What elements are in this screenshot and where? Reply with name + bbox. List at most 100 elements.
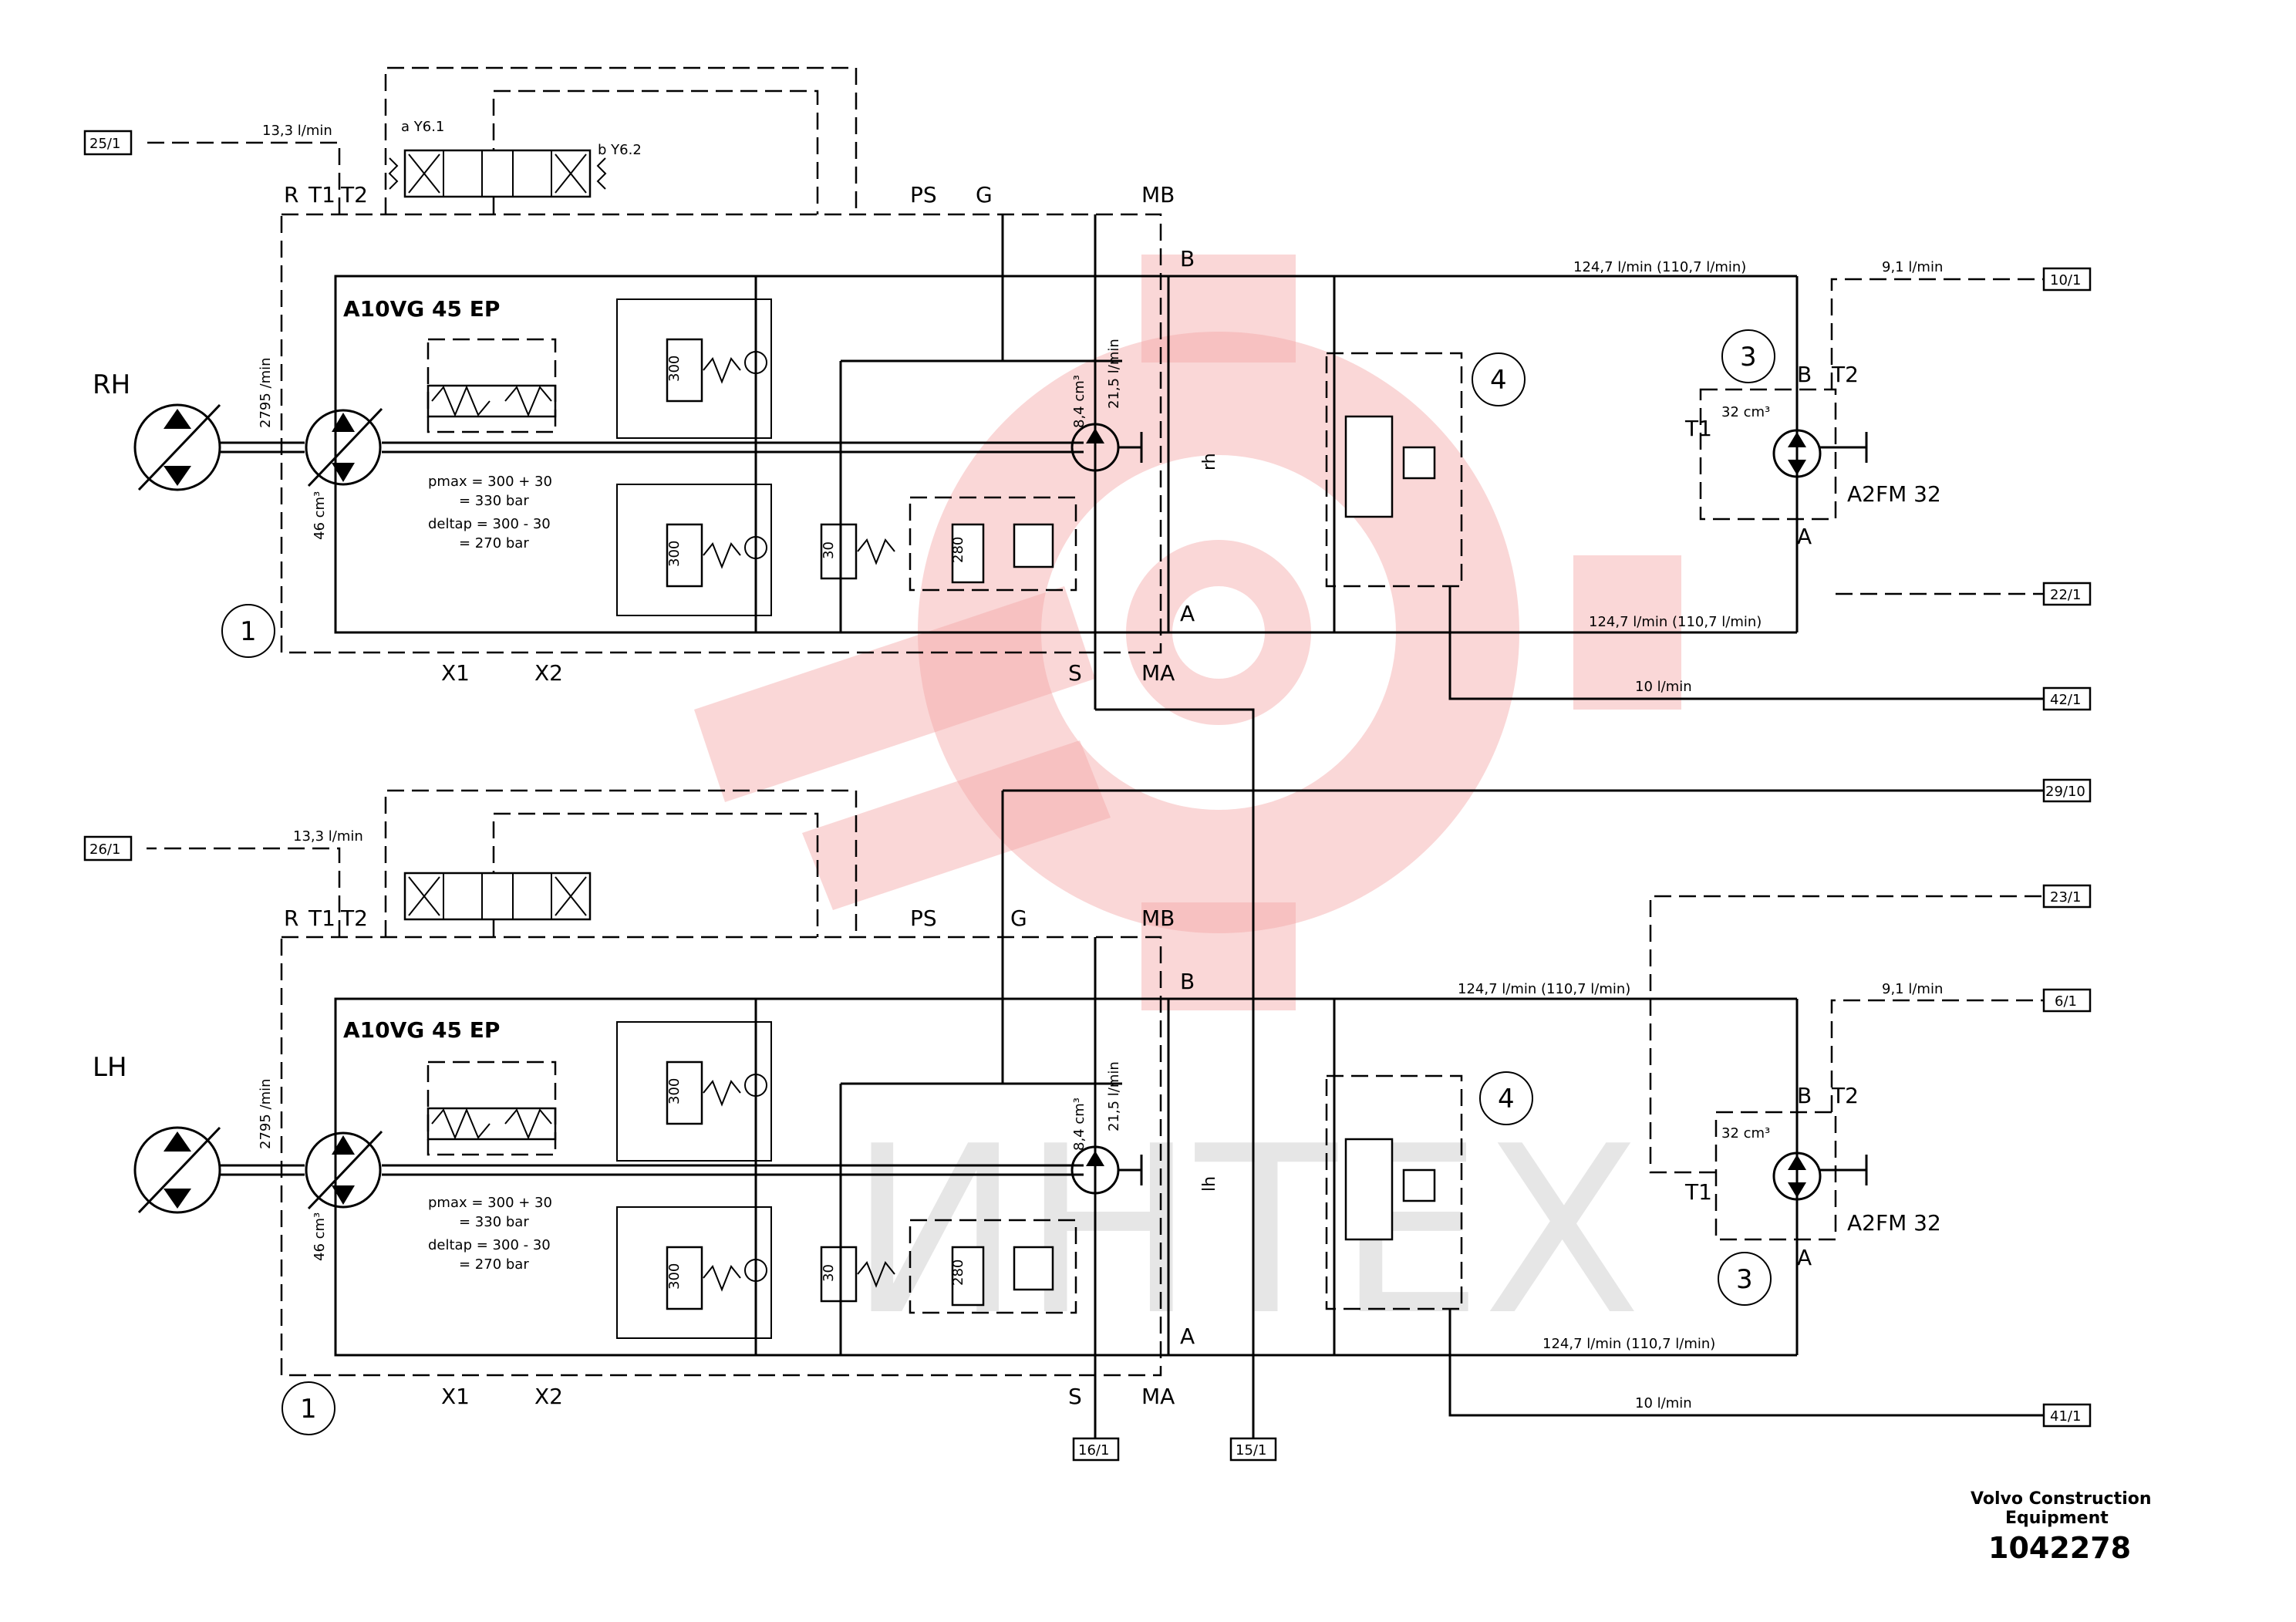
rh-directional-valve [388, 149, 607, 198]
lh-port-s: S [1068, 1384, 1082, 1409]
rh-pressure-note-2: = 330 bar [459, 493, 529, 509]
lh-port-a: A [1180, 1324, 1195, 1349]
footer-doc-number: 1042278 [1988, 1531, 2131, 1565]
rh-motor-model: A2FM 32 [1847, 481, 1941, 507]
lh-port-mb: MB [1141, 905, 1175, 931]
lh-relief-bottom: 300 [666, 1263, 683, 1290]
lh-pressure-note-4: = 270 bar [459, 1256, 529, 1273]
rh-port-s: S [1068, 660, 1082, 686]
lh-charge-disp: 8,4 cm³ [1071, 1098, 1087, 1151]
rh-port-x1: X1 [441, 660, 470, 686]
rh-pressure-note-1: pmax = 300 + 30 [428, 474, 552, 490]
rh-callout-1: 1 [240, 616, 257, 647]
lh-charge-relief: 30 [821, 1264, 837, 1282]
rh-motor-port-a: A [1797, 524, 1812, 549]
rh-port-t1: T1 [308, 182, 335, 207]
lh-port-ma: MA [1141, 1384, 1175, 1409]
lh-motor-disp: 32 cm³ [1721, 1125, 1770, 1141]
lh-callout-4: 4 [1498, 1084, 1515, 1114]
rh-charge-flow: 21,5 l/min [1106, 339, 1122, 409]
ref-lh-motor-t1: 23/1 [2050, 889, 2081, 905]
rh-port-g: G [976, 182, 993, 207]
rh-main-pump [305, 407, 383, 487]
footer-company-line1: Volvo Construction [1971, 1489, 2152, 1509]
rh-loop-label: rh [1200, 453, 1219, 470]
rh-port-b: B [1180, 246, 1195, 271]
ref-rh-flush: 42/1 [2050, 692, 2081, 708]
rh-pressure-note-3: deltap = 300 - 30 [428, 516, 551, 532]
rh-speed: 2795 /min [258, 357, 274, 428]
lh-port-t2: T2 [340, 905, 368, 931]
reference-boxes [83, 130, 2092, 1462]
lh-port-ps: PS [910, 905, 937, 931]
rh-motor-port-t1: T1 [1684, 416, 1712, 441]
lh-motor-port-a: A [1797, 1245, 1812, 1270]
ref-rh-drain: 25/1 [89, 136, 120, 152]
rh-callout-3: 3 [1740, 342, 1757, 373]
rh-side-label: RH [93, 369, 130, 400]
rh-cutoff: 280 [950, 537, 966, 563]
lh-callout-3: 3 [1736, 1264, 1753, 1295]
watermark-text: ИНТЕХ [848, 1097, 1641, 1366]
rh-pump-model: A10VG 45 EP [343, 296, 500, 322]
lh-relief-top: 300 [666, 1078, 683, 1104]
lh-loop-label: lh [1200, 1176, 1219, 1192]
lh-motor-model: A2FM 32 [1847, 1210, 1941, 1236]
rh-port-x2: X2 [534, 660, 563, 686]
lh-cutoff: 280 [950, 1259, 966, 1286]
rh-flush-flow: 10 l/min [1635, 679, 1692, 695]
lh-flow-a: 124,7 l/min (110,7 l/min) [1542, 1336, 1715, 1352]
ref-lh-motor-drain: 6/1 [2055, 993, 2077, 1010]
lh-motor-port-t1: T1 [1684, 1179, 1712, 1205]
rh-drive-motor [133, 403, 305, 491]
rh-solenoid-a: a Y6.1 [401, 119, 444, 135]
rh-pump-disp: 46 cm³ [312, 491, 328, 540]
lh-pump-model: A10VG 45 EP [343, 1017, 500, 1043]
lh-flow-b: 124,7 l/min (110,7 l/min) [1458, 981, 1630, 997]
lh-side-label: LH [93, 1052, 127, 1083]
rh-pressure-note-4: = 270 bar [459, 535, 529, 551]
rh-flow-b: 124,7 l/min (110,7 l/min) [1573, 259, 1746, 275]
ref-rh-a-line: 22/1 [2050, 587, 2081, 603]
rh-motor-disp: 32 cm³ [1721, 404, 1770, 420]
ref-lh-drain: 26/1 [89, 841, 120, 858]
rh-port-r: R [284, 182, 298, 207]
rh-motor-port-t2: T2 [1831, 362, 1859, 387]
rh-port-ps: PS [910, 182, 937, 207]
lh-motor-drain-flow: 9,1 l/min [1882, 981, 1943, 997]
lh-directional-valve [403, 872, 592, 921]
rh-charge-relief: 30 [821, 541, 837, 559]
lh-pressure-note-3: deltap = 300 - 30 [428, 1237, 551, 1253]
suction-line [1095, 708, 1255, 1438]
lh-port-b: B [1180, 969, 1195, 994]
lh-port-r: R [284, 905, 298, 931]
rh-circuit [133, 66, 2048, 710]
rh-motor-port-b: B [1797, 362, 1812, 387]
rh-drain-flow: 13,3 l/min [262, 123, 332, 139]
lh-pressure-note-2: = 330 bar [459, 1214, 529, 1230]
ref-gauge: 29/10 [2045, 784, 2085, 800]
lh-motor-port-t2: T2 [1831, 1083, 1859, 1108]
lh-circuit [133, 789, 2048, 1438]
rh-motor-drain-flow: 9,1 l/min [1882, 259, 1943, 275]
lh-speed: 2795 /min [258, 1078, 274, 1149]
lh-pump-disp: 46 cm³ [312, 1212, 328, 1261]
lh-callout-1: 1 [300, 1394, 317, 1425]
ref-suction: 16/1 [1078, 1442, 1109, 1458]
rh-port-ma: MA [1141, 660, 1175, 686]
lh-port-x1: X1 [441, 1384, 470, 1409]
lh-port-t1: T1 [308, 905, 335, 931]
ref-rh-motor-drain: 10/1 [2050, 272, 2081, 288]
lh-pressure-note-1: pmax = 300 + 30 [428, 1195, 552, 1211]
rh-port-a: A [1180, 601, 1195, 626]
rh-relief-bottom: 300 [666, 541, 683, 567]
lh-charge-flow: 21,5 l/min [1106, 1061, 1122, 1131]
footer-company-line2: Equipment [2005, 1509, 2109, 1528]
rh-port-t2: T2 [340, 182, 368, 207]
lh-port-x2: X2 [534, 1384, 563, 1409]
lh-flush-flow: 10 l/min [1635, 1395, 1692, 1411]
rh-travel-motor [1699, 388, 1868, 521]
lh-travel-motor [1714, 1111, 1868, 1241]
rh-flow-a: 124,7 l/min (110,7 l/min) [1589, 614, 1762, 630]
